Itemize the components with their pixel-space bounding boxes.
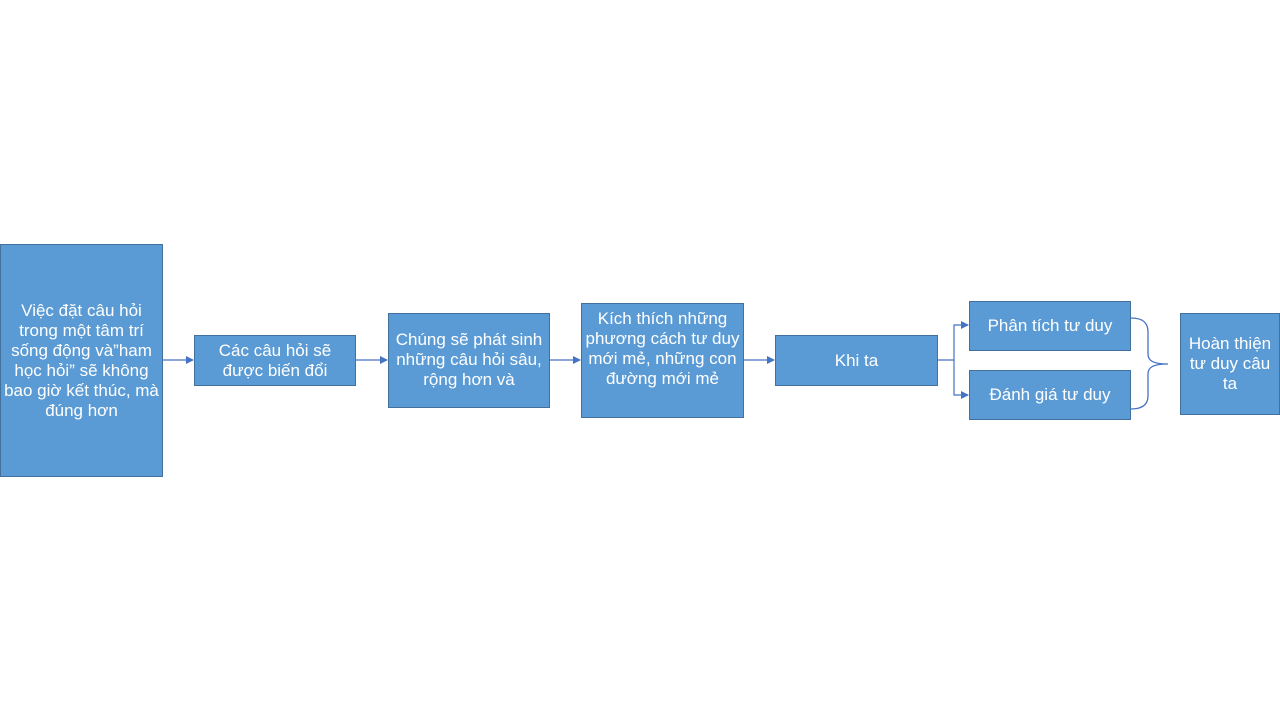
box-analyze-thinking: Phân tích tư duy — [969, 301, 1131, 351]
right-brace — [1130, 317, 1169, 410]
box-text: Các câu hỏi sẽ được biến đổi — [218, 340, 332, 380]
box-text: Hoàn thiện tư duy câu ta — [1188, 334, 1272, 393]
box-text: Chúng sẽ phát sinh những câu hỏi sâu, rộ… — [395, 330, 543, 389]
box-text: Đánh giá tư duy — [989, 385, 1111, 404]
box-questions-transformed: Các câu hỏi sẽ được biến đổi — [194, 335, 356, 386]
box-improve-thinking: Hoàn thiện tư duy câu ta — [1180, 313, 1280, 415]
connector-b5-b6 — [938, 321, 969, 361]
box-when-we: Khi ta — [775, 335, 938, 386]
box-text: Khi ta — [834, 350, 879, 370]
box-text: Phân tích tư duy — [987, 316, 1113, 335]
connector-b5-b7 — [953, 360, 969, 399]
box-deeper-questions: Chúng sẽ phát sinh những câu hỏi sâu, rộ… — [388, 313, 550, 408]
box-text: Việc đặt câu hỏi trong một tâm trí sống … — [4, 300, 159, 420]
box-new-thinking-ways: Kích thích những phương cách tư duy mới … — [581, 303, 744, 418]
box-questioning-mind: Việc đặt câu hỏi trong một tâm trí sống … — [0, 244, 163, 477]
box-text: Kích thích những phương cách tư duy mới … — [585, 309, 740, 388]
box-evaluate-thinking: Đánh giá tư duy — [969, 370, 1131, 420]
